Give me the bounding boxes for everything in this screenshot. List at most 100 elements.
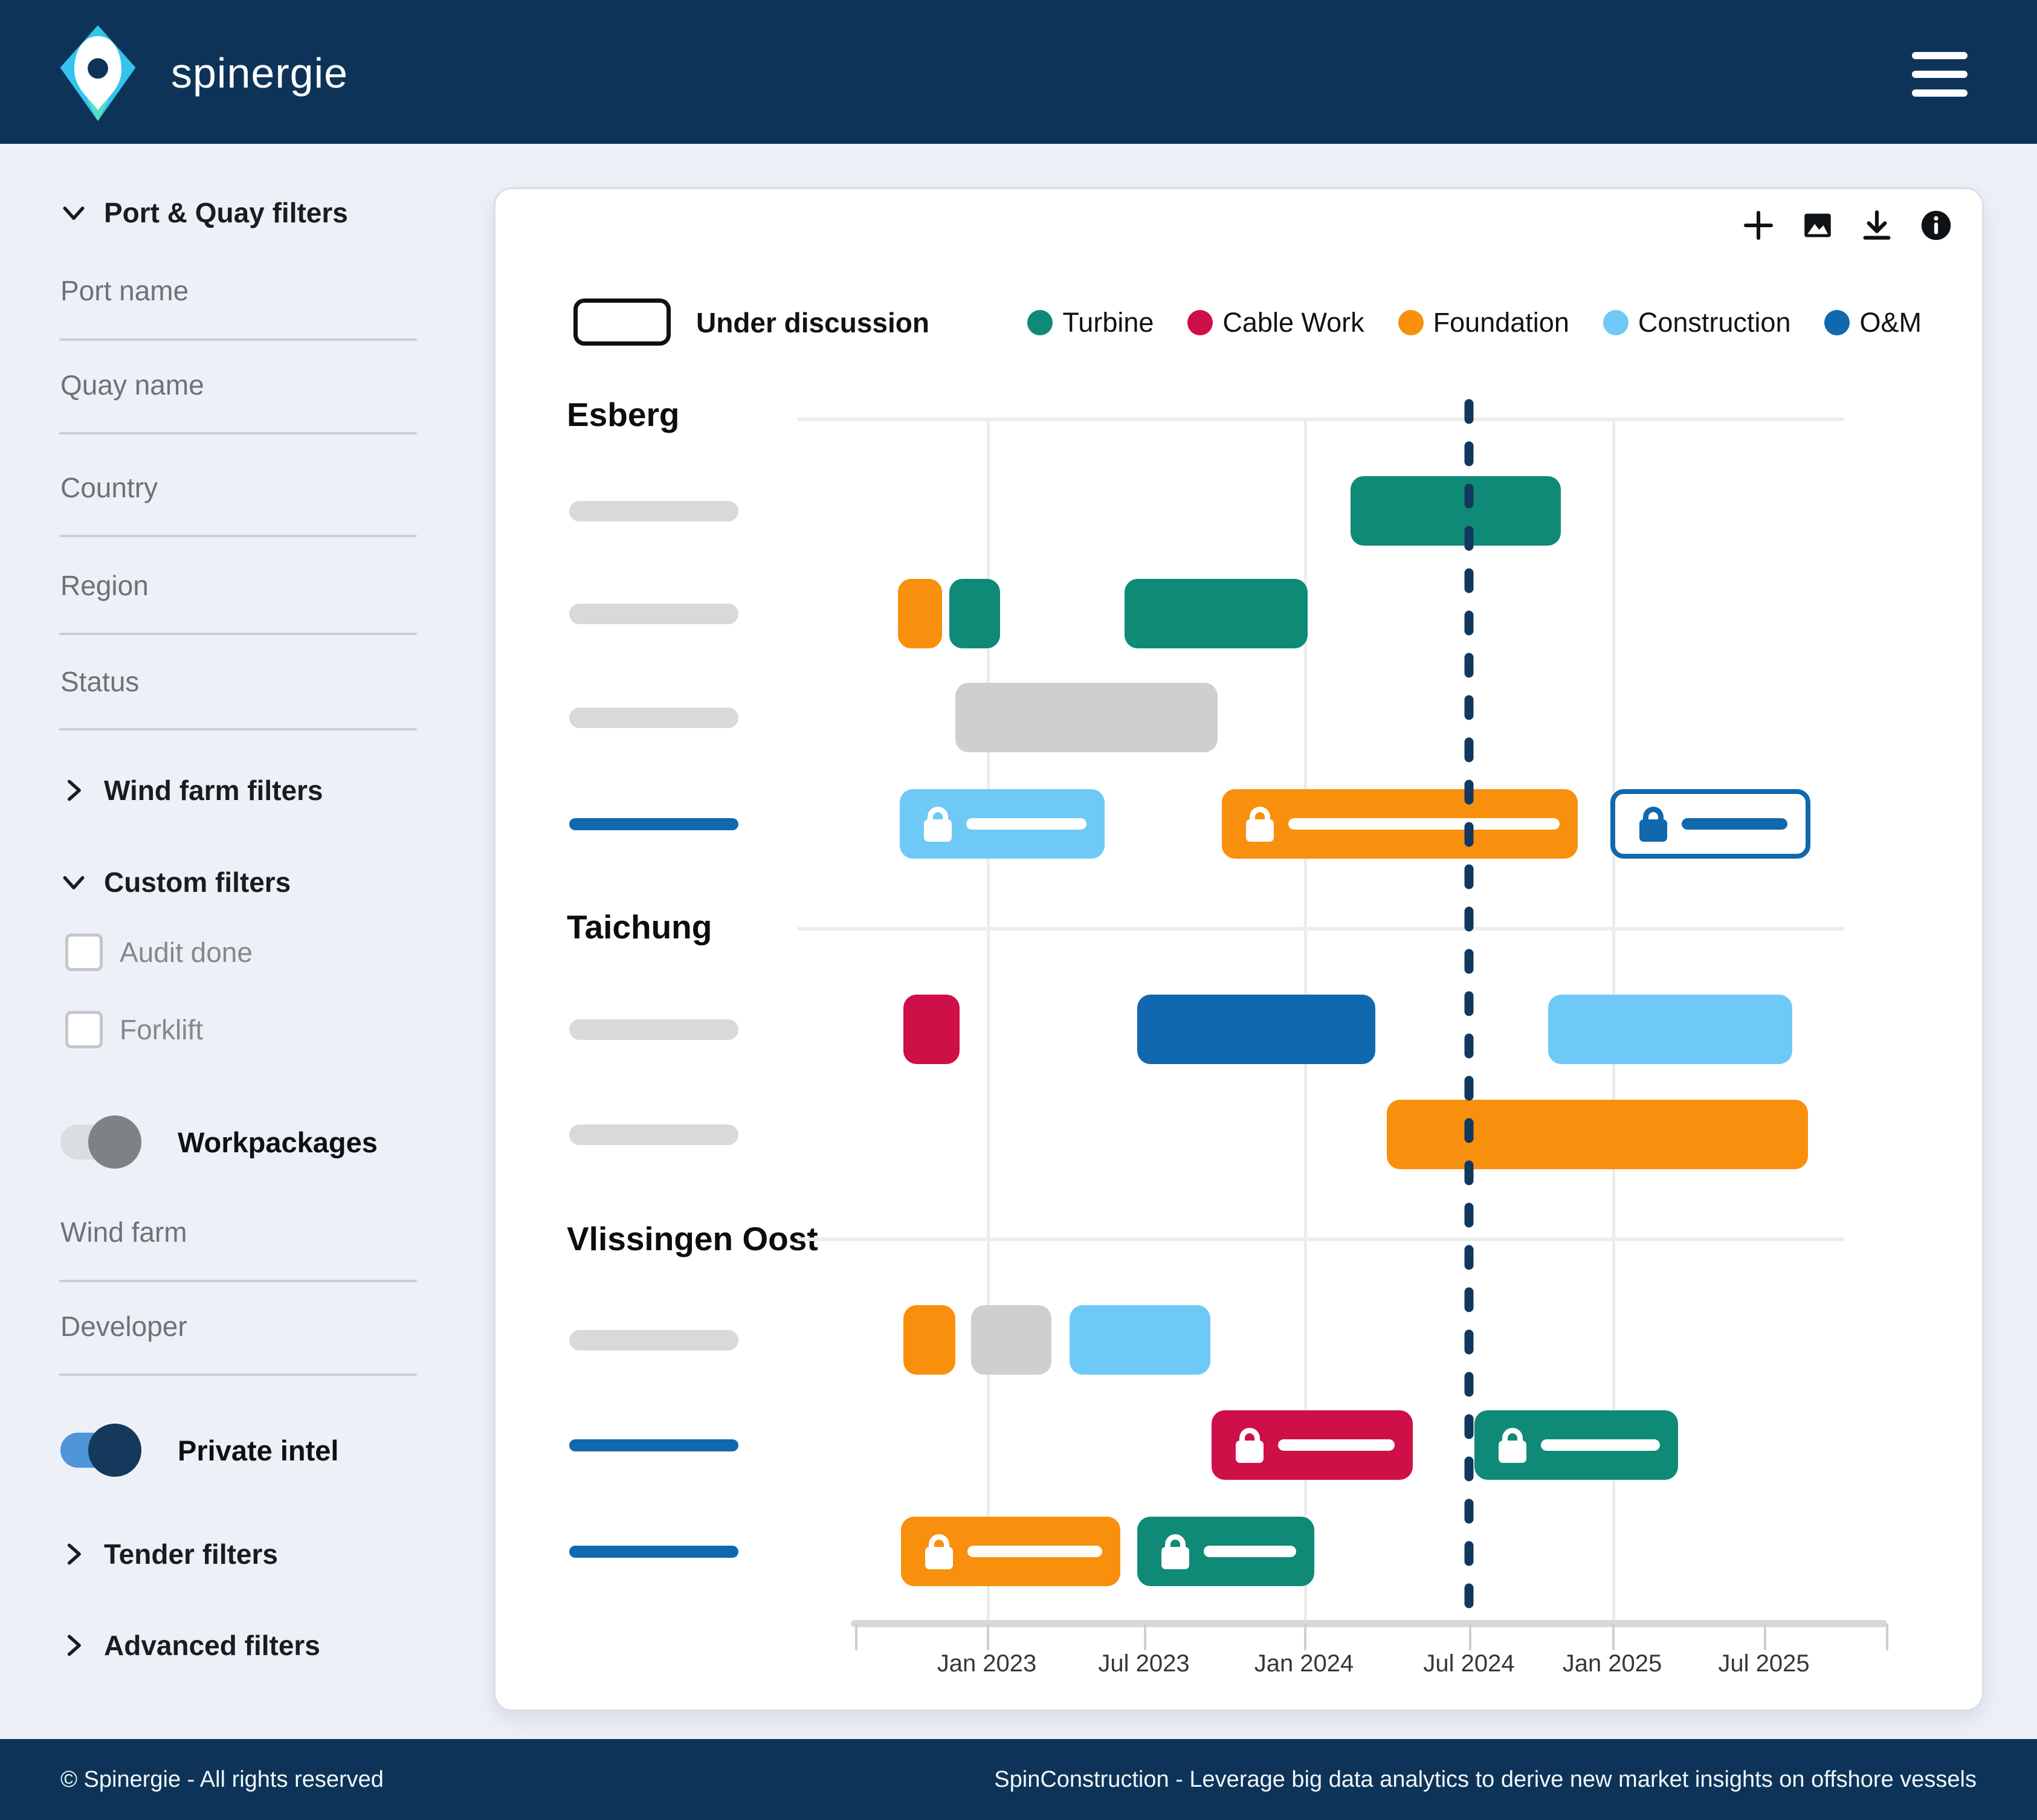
- quay-name-input[interactable]: Quay name: [60, 369, 204, 401]
- group-title: Taichung: [567, 908, 712, 946]
- section-advanced-filters[interactable]: Advanced filters: [60, 1626, 320, 1665]
- private-intel-toggle[interactable]: [60, 1424, 141, 1477]
- forklift-checkbox-row: Forklift: [65, 1010, 203, 1049]
- audit-done-label: Audit done: [120, 937, 253, 968]
- axis-tick: [855, 1624, 857, 1650]
- audit-done-checkbox-row: Audit done: [65, 933, 253, 972]
- advanced-filters-title: Advanced filters: [104, 1630, 320, 1661]
- legend-item-turbine[interactable]: Turbine: [1027, 307, 1154, 338]
- info-icon[interactable]: [1918, 207, 1954, 244]
- legend-swatch: [1398, 310, 1424, 335]
- status-input[interactable]: Status: [60, 666, 140, 697]
- row-label-placeholder: [569, 1439, 738, 1451]
- group-divider: [797, 418, 1845, 421]
- private-intel-toggle-row: Private intel: [60, 1424, 339, 1477]
- axis-tick: [1764, 1624, 1766, 1650]
- private-intel-label: Private intel: [178, 1434, 339, 1467]
- lock-icon: [925, 1534, 953, 1569]
- app-footer: © Spinergie - All rights reserved SpinCo…: [0, 1739, 2037, 1820]
- export-image-icon[interactable]: [1800, 207, 1836, 244]
- gantt-bar[interactable]: [949, 579, 1000, 648]
- legend-swatch: [1824, 310, 1850, 335]
- workpackages-toggle[interactable]: [60, 1115, 141, 1169]
- row-label-placeholder: [569, 1125, 738, 1145]
- forklift-label: Forklift: [120, 1014, 203, 1045]
- region-input[interactable]: Region: [60, 570, 149, 601]
- lock-icon: [924, 807, 952, 842]
- legend-item-cable-work[interactable]: Cable Work: [1187, 307, 1364, 338]
- gantt-bar[interactable]: [971, 1305, 1051, 1375]
- redacted-label: [966, 818, 1086, 830]
- legend-item-o-m[interactable]: O&M: [1824, 307, 1922, 338]
- gantt-bar[interactable]: [901, 1517, 1120, 1586]
- country-input[interactable]: Country: [60, 472, 158, 503]
- gantt-bar[interactable]: [1125, 579, 1308, 648]
- port-quay-filters-title: Port & Quay filters: [104, 197, 348, 228]
- legend-items: Turbine Cable Work Foundation Construction O…: [1027, 307, 1922, 338]
- wind-farm-input[interactable]: Wind farm: [60, 1216, 187, 1248]
- wind-farm-underline: [59, 1280, 417, 1282]
- group-divider: [797, 1238, 1845, 1241]
- redacted-label: [1204, 1546, 1296, 1557]
- legend-label: Foundation: [1433, 307, 1569, 338]
- wind-farm-filters-title: Wind farm filters: [104, 775, 323, 806]
- section-wind-farm-filters[interactable]: Wind farm filters: [60, 771, 323, 810]
- add-icon[interactable]: [1740, 207, 1777, 244]
- legend-item-foundation[interactable]: Foundation: [1398, 307, 1569, 338]
- gantt-bar[interactable]: [1137, 995, 1375, 1064]
- gantt-bar[interactable]: [903, 1305, 955, 1375]
- section-tender-filters[interactable]: Tender filters: [60, 1535, 278, 1573]
- developer-input[interactable]: Developer: [60, 1311, 187, 1342]
- legend-label: Construction: [1638, 307, 1791, 338]
- axis-tick: [1469, 1624, 1471, 1650]
- row-label-placeholder: [569, 1330, 738, 1350]
- download-icon[interactable]: [1859, 207, 1895, 244]
- chart-toolbar: [1740, 207, 1954, 244]
- gantt-bar[interactable]: [903, 995, 960, 1064]
- redacted-label: [1278, 1439, 1395, 1451]
- axis-label: Jan 2024: [1254, 1650, 1354, 1677]
- redacted-label: [1682, 818, 1787, 830]
- brand-logo[interactable]: spinergie: [59, 23, 348, 123]
- section-port-quay-filters[interactable]: Port & Quay filters: [60, 193, 348, 232]
- gantt-bar[interactable]: [1351, 476, 1561, 546]
- gantt-bar[interactable]: [1212, 1410, 1413, 1480]
- menu-hamburger-icon[interactable]: [1912, 52, 1968, 97]
- gantt-bar[interactable]: [1474, 1410, 1678, 1480]
- gantt-bar[interactable]: [1070, 1305, 1210, 1375]
- section-custom-filters[interactable]: Custom filters: [60, 863, 291, 902]
- legend-swatch: [1027, 310, 1053, 335]
- gantt-bar[interactable]: [900, 789, 1105, 859]
- axis-tick: [1304, 1624, 1306, 1650]
- redacted-label: [1541, 1439, 1660, 1451]
- gantt-bar[interactable]: [1610, 789, 1810, 859]
- audit-done-checkbox[interactable]: [65, 934, 103, 971]
- forklift-checkbox[interactable]: [65, 1011, 103, 1048]
- gantt-bar[interactable]: [1548, 995, 1792, 1064]
- axis-label: Jul 2025: [1718, 1650, 1810, 1677]
- custom-filters-title: Custom filters: [104, 866, 291, 898]
- gantt-bar[interactable]: [1137, 1517, 1314, 1586]
- chevron-right-icon: [67, 1543, 81, 1565]
- lock-icon: [1246, 807, 1274, 842]
- under-discussion-swatch[interactable]: [573, 298, 671, 346]
- gantt-bar[interactable]: [898, 579, 942, 648]
- app-header: spinergie: [0, 0, 2037, 144]
- legend-label: O&M: [1859, 307, 1922, 338]
- row-label-placeholder: [569, 604, 738, 624]
- spinergie-pin-icon: [60, 25, 136, 121]
- lock-icon: [1161, 1534, 1189, 1569]
- workpackages-toggle-row: Workpackages: [60, 1115, 378, 1169]
- gantt-bar[interactable]: [955, 683, 1218, 752]
- axis-label: Jan 2025: [1562, 1650, 1662, 1677]
- brand-name: spinergie: [171, 50, 349, 97]
- lock-icon: [1499, 1428, 1526, 1463]
- chevron-right-icon: [67, 779, 81, 801]
- axis-tick: [1144, 1624, 1146, 1650]
- port-name-input[interactable]: Port name: [60, 275, 189, 306]
- legend-item-construction[interactable]: Construction: [1603, 307, 1791, 338]
- gantt-bar[interactable]: [1387, 1100, 1808, 1169]
- gantt-bar[interactable]: [1222, 789, 1578, 859]
